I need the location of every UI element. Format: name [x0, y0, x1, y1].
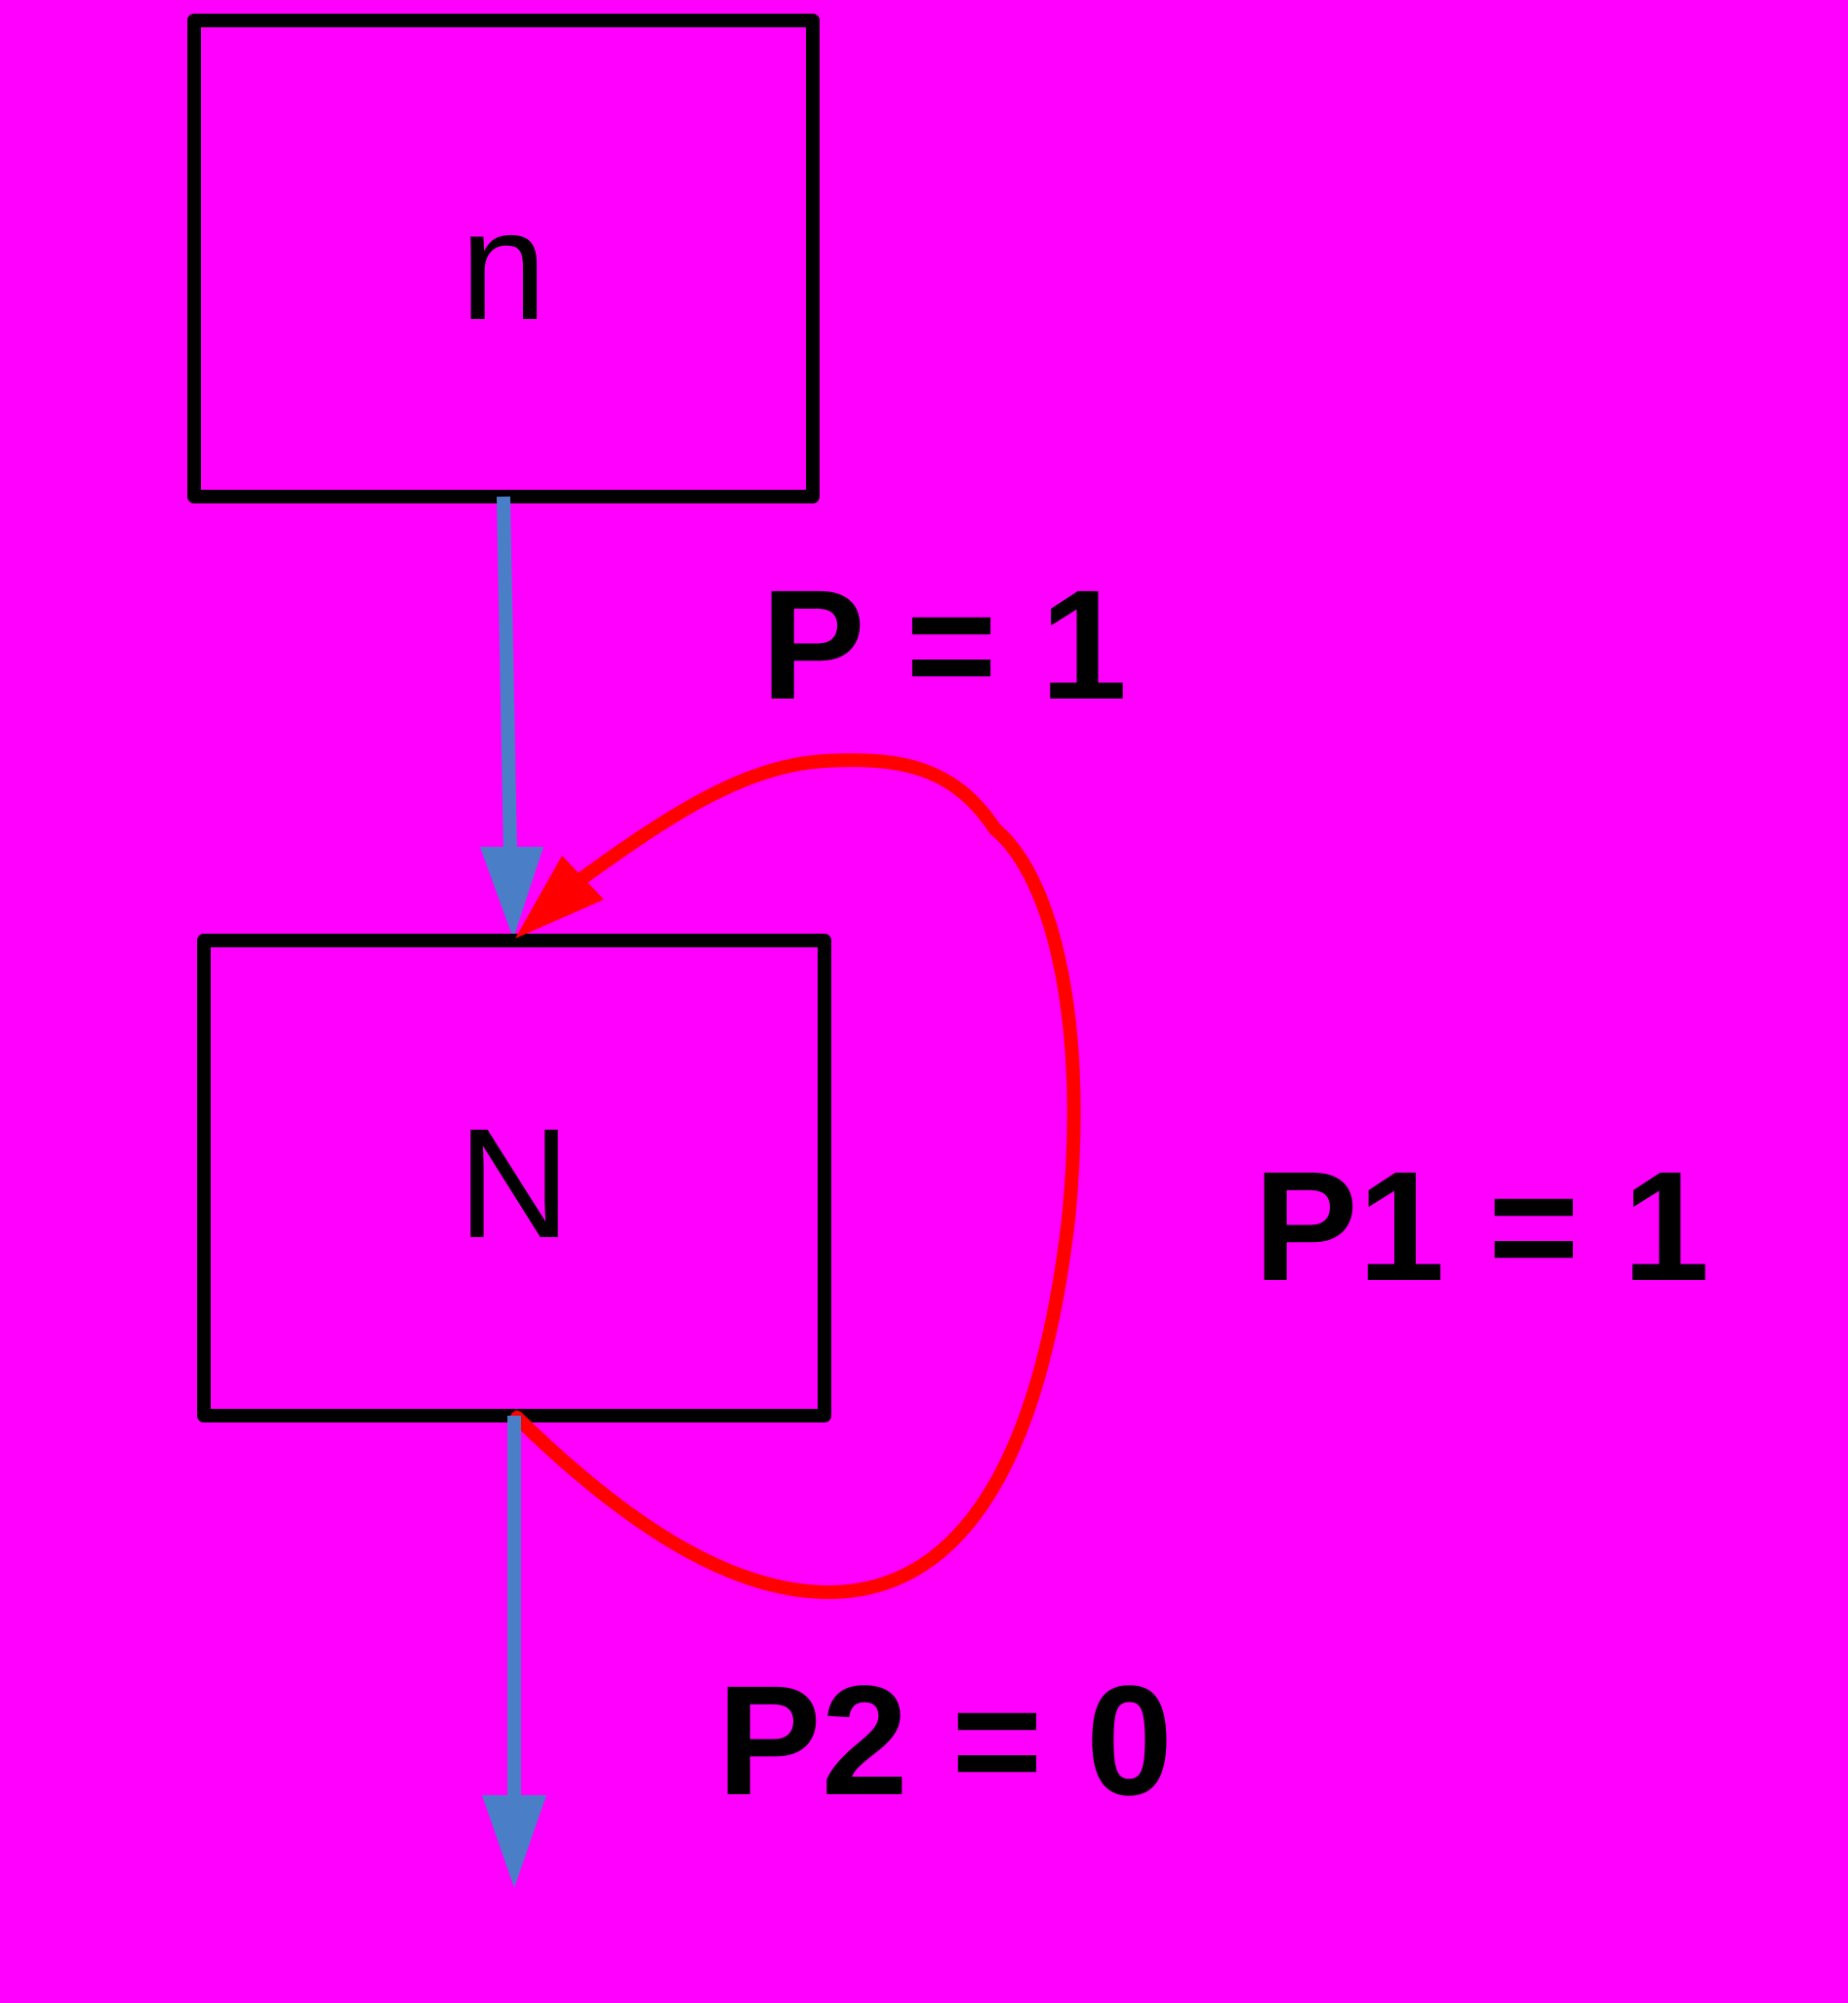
- edge-n-to-N-label: P = 1: [761, 557, 1127, 732]
- edge-n-to-N: P = 1: [480, 496, 1127, 939]
- edge-N-out: P2 = 0: [482, 1416, 1173, 1888]
- edge-N-self-loop-arrowhead: [515, 856, 604, 939]
- edge-N-self-loop-label: P1 = 1: [1254, 1139, 1709, 1313]
- edge-N-out-label: P2 = 0: [717, 1653, 1173, 1827]
- edge-n-to-N-arrowhead: [480, 847, 543, 939]
- node-N-label: N: [458, 1096, 571, 1270]
- edge-n-to-N-line: [497, 496, 517, 855]
- node-n: n: [187, 14, 820, 503]
- node-N: N: [197, 934, 831, 1422]
- edge-N-self-loop: P1 = 1: [510, 753, 1709, 1600]
- node-n-label: n: [461, 178, 547, 352]
- edge-N-out-arrowhead: [482, 1795, 546, 1888]
- edge-N-self-loop-curve: [510, 753, 1081, 1600]
